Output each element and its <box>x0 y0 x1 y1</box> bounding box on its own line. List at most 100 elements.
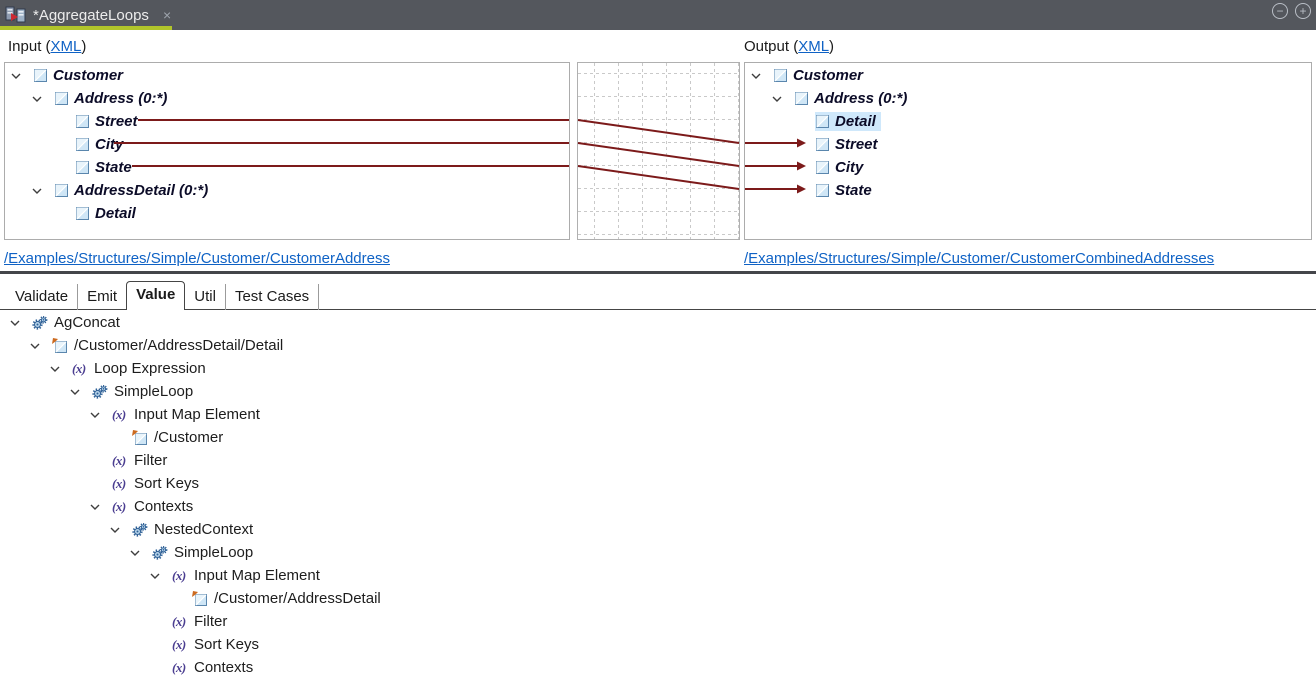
tab-validate[interactable]: Validate <box>6 284 79 310</box>
value-tree-row[interactable]: (x)Filter <box>0 449 1316 472</box>
input-structure-link[interactable]: /Examples/Structures/Simple/Customer/Cus… <box>4 250 390 267</box>
value-tree-row[interactable]: SimpleLoop <box>0 541 1316 564</box>
output-structure-link[interactable]: /Examples/Structures/Simple/Customer/Cus… <box>744 250 1215 267</box>
tab-test-cases[interactable]: Test Cases <box>226 284 320 310</box>
value-tree-label: /Customer/AddressDetail <box>214 590 381 607</box>
input-tree-row[interactable]: City <box>5 133 569 156</box>
input-tree-row[interactable]: State <box>5 156 569 179</box>
chevron-down-icon[interactable] <box>70 388 80 396</box>
input-xml-link[interactable]: XML <box>50 38 82 55</box>
output-xml-link[interactable]: XML <box>798 38 830 55</box>
output-pane-header: Output (XML) <box>744 38 835 55</box>
element-icon <box>795 92 808 105</box>
value-tree-row[interactable]: NestedContext <box>0 518 1316 541</box>
value-tree-label: AgConcat <box>54 314 120 331</box>
input-tree-row[interactable]: AddressDetail (0:*) <box>5 179 569 202</box>
chevron-down-icon[interactable] <box>32 187 42 195</box>
value-tree-row[interactable]: (x) Sort Keys <box>0 633 1316 656</box>
maximize-icon[interactable]: + <box>1295 3 1311 19</box>
tree-node[interactable]: Customer <box>773 66 868 85</box>
gears-icon <box>152 545 168 560</box>
chevron-down-icon[interactable] <box>32 95 42 103</box>
input-tree-label: City <box>95 136 124 153</box>
value-tree-panel[interactable]: AgConcat/Customer/AddressDetail/Detail(x… <box>0 311 1316 680</box>
value-tree-label: Filter <box>194 613 228 630</box>
minimize-icon[interactable]: − <box>1272 3 1288 19</box>
document-tab-aggregateloops[interactable]: *AggregateLoops × <box>0 0 172 30</box>
tree-node[interactable]: City <box>815 158 868 177</box>
tree-node[interactable]: Address (0:*) <box>54 89 172 108</box>
value-tree-row[interactable]: (x)Contexts <box>0 656 1316 679</box>
value-tree-row[interactable]: (x) Filter <box>0 610 1316 633</box>
input-tree-row[interactable]: Detail <box>5 202 569 225</box>
tab-util[interactable]: Util <box>185 284 226 310</box>
chevron-down-icon[interactable] <box>50 365 60 373</box>
value-tree-label: Sort Keys <box>194 636 260 653</box>
tree-node[interactable]: City <box>75 135 128 154</box>
output-tree-row[interactable]: Customer <box>745 64 1311 87</box>
tab-close-icon[interactable]: × <box>162 7 172 23</box>
tree-node[interactable]: Customer <box>33 66 128 85</box>
tree-node[interactable]: Street <box>815 135 883 154</box>
element-icon <box>816 161 829 174</box>
map-element-icon <box>52 338 67 353</box>
element-icon <box>816 115 829 128</box>
output-tree-row[interactable]: State <box>745 179 1311 202</box>
chevron-down-icon[interactable] <box>30 342 40 350</box>
input-pane-header: Input (XML) <box>8 38 87 55</box>
map-element-icon <box>192 591 207 606</box>
output-tree-label: Address (0:*) <box>814 90 908 107</box>
input-tree-row[interactable]: Street <box>5 110 569 133</box>
tree-node[interactable]: State <box>75 158 137 177</box>
tree-node[interactable]: AddressDetail (0:*) <box>54 181 213 200</box>
chevron-down-icon[interactable] <box>751 72 761 80</box>
chevron-down-icon[interactable] <box>772 95 782 103</box>
gears-icon <box>92 384 108 399</box>
input-tree-row[interactable]: Customer <box>5 64 569 87</box>
chevron-down-icon[interactable] <box>150 572 160 580</box>
value-tree-row[interactable]: (x)Input Map Element <box>0 564 1316 587</box>
value-tree-row[interactable]: (x)Input Map Element <box>0 403 1316 426</box>
value-tree-label: Filter <box>134 452 168 469</box>
value-tree-label: SimpleLoop <box>174 544 254 561</box>
chevron-down-icon[interactable] <box>90 503 100 511</box>
output-tree-row[interactable]: Address (0:*) <box>745 87 1311 110</box>
tab-emit[interactable]: Emit <box>87 288 118 305</box>
value-tree-row[interactable]: /Customer <box>0 426 1316 449</box>
value-tree-label: Input Map Element <box>194 567 320 584</box>
output-header-label: Output ( <box>744 38 799 55</box>
input-tree-label: Address (0:*) <box>74 90 168 107</box>
value-tree-row[interactable]: (x)Contexts <box>0 495 1316 518</box>
value-tree-row[interactable]: (x)Sort Keys <box>0 472 1316 495</box>
tab-value[interactable]: Value <box>126 281 186 310</box>
output-tree-label: City <box>835 159 864 176</box>
output-tree-row[interactable]: Street <box>745 133 1311 156</box>
tree-node[interactable]: State <box>815 181 877 200</box>
fx-icon: (x) <box>172 613 186 629</box>
chevron-down-icon[interactable] <box>11 72 21 80</box>
output-tree-row[interactable]: Detail <box>745 110 1311 133</box>
tree-node[interactable]: Street <box>75 112 143 131</box>
value-tree-row[interactable]: (x)Loop Expression <box>0 357 1316 380</box>
input-tree-row[interactable]: Address (0:*) <box>5 87 569 110</box>
value-tree-row[interactable]: SimpleLoop <box>0 380 1316 403</box>
chevron-down-icon[interactable] <box>130 549 140 557</box>
element-icon <box>774 69 787 82</box>
horizontal-splitter[interactable] <box>0 271 1316 274</box>
value-tree-row[interactable]: /Customer/AddressDetail <box>0 587 1316 610</box>
value-tree-row[interactable]: AgConcat <box>0 311 1316 334</box>
value-tree-row[interactable]: /Customer/AddressDetail/Detail <box>0 334 1316 357</box>
tree-node[interactable]: Address (0:*) <box>794 89 912 108</box>
chevron-down-icon[interactable] <box>10 319 20 327</box>
chevron-down-icon[interactable] <box>110 526 120 534</box>
fx-icon: (x) <box>172 659 186 675</box>
selected-node[interactable]: Detail <box>815 112 881 131</box>
mapping-canvas[interactable] <box>577 62 740 240</box>
output-tree-row[interactable]: City <box>745 156 1311 179</box>
tree-node[interactable]: Detail <box>75 204 141 223</box>
fx-icon: (x) <box>172 636 186 652</box>
chevron-down-icon[interactable] <box>90 411 100 419</box>
